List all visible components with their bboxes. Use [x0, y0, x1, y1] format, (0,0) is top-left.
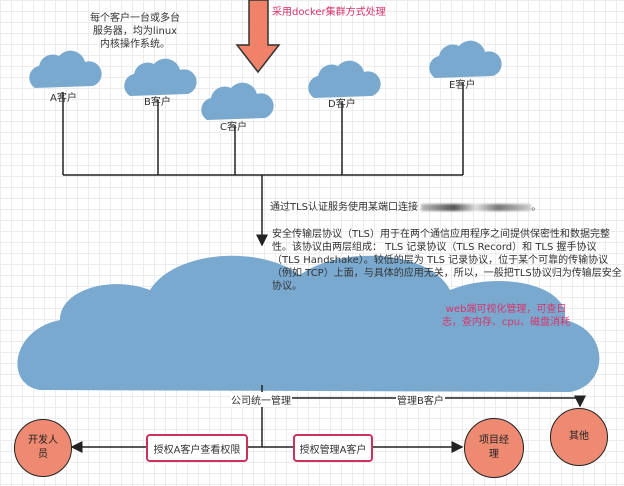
cloud-a [29, 50, 102, 89]
redacted-blur [421, 203, 532, 211]
web-note: web端可视化管理，可查日志，查内存、cpu、磁盘消耗 [441, 304, 571, 328]
tls-connect-text: 通过TLS认证服务使用某端口连接 [270, 202, 419, 213]
edge-label-auth-manage-a: 授权管理A客户 [293, 434, 373, 462]
role-developer-label: 开发人员 [28, 435, 58, 460]
client-connectors [62, 82, 464, 247]
big-cloud [17, 255, 600, 392]
client-label-d: D客户 [328, 99, 356, 110]
client-label-e: E客户 [449, 80, 476, 91]
client-label-c: C客户 [220, 122, 247, 133]
edge-label-auth-view-a: 授权A客户查看权限 [146, 434, 248, 462]
role-other-label: 其他 [569, 431, 589, 442]
docker-note: 采用docker集群方式处理 [272, 7, 386, 18]
docker-arrow [235, 0, 281, 74]
role-other[interactable]: 其他 [550, 408, 608, 466]
role-project-manager[interactable]: 项目经理 [464, 418, 524, 478]
client-label-a: A客户 [50, 93, 77, 104]
tls-description: 安全传输层协议（TLS）用于在两个通信应用程序之间提供保密性和数据完整性。该协议… [272, 229, 622, 292]
tls-connect-end: 。 [531, 202, 542, 213]
cloud-e [429, 40, 502, 79]
top-note: 每个客户一台或多台服务器，均为linux内核操作系统。 [90, 13, 180, 50]
cloud-b [124, 58, 197, 97]
client-label-b: B客户 [144, 97, 171, 108]
edge-label-company: 公司统一管理 [230, 392, 292, 407]
role-developer[interactable]: 开发人员 [14, 419, 72, 477]
tls-connect-note: 通过TLS认证服务使用某端口连接 。 [270, 201, 541, 214]
cloud-c [201, 82, 274, 121]
cloud-d [308, 60, 381, 99]
edge-label-manage-b: 管理B客户 [396, 392, 445, 407]
role-pm-label: 项目经理 [479, 435, 509, 460]
